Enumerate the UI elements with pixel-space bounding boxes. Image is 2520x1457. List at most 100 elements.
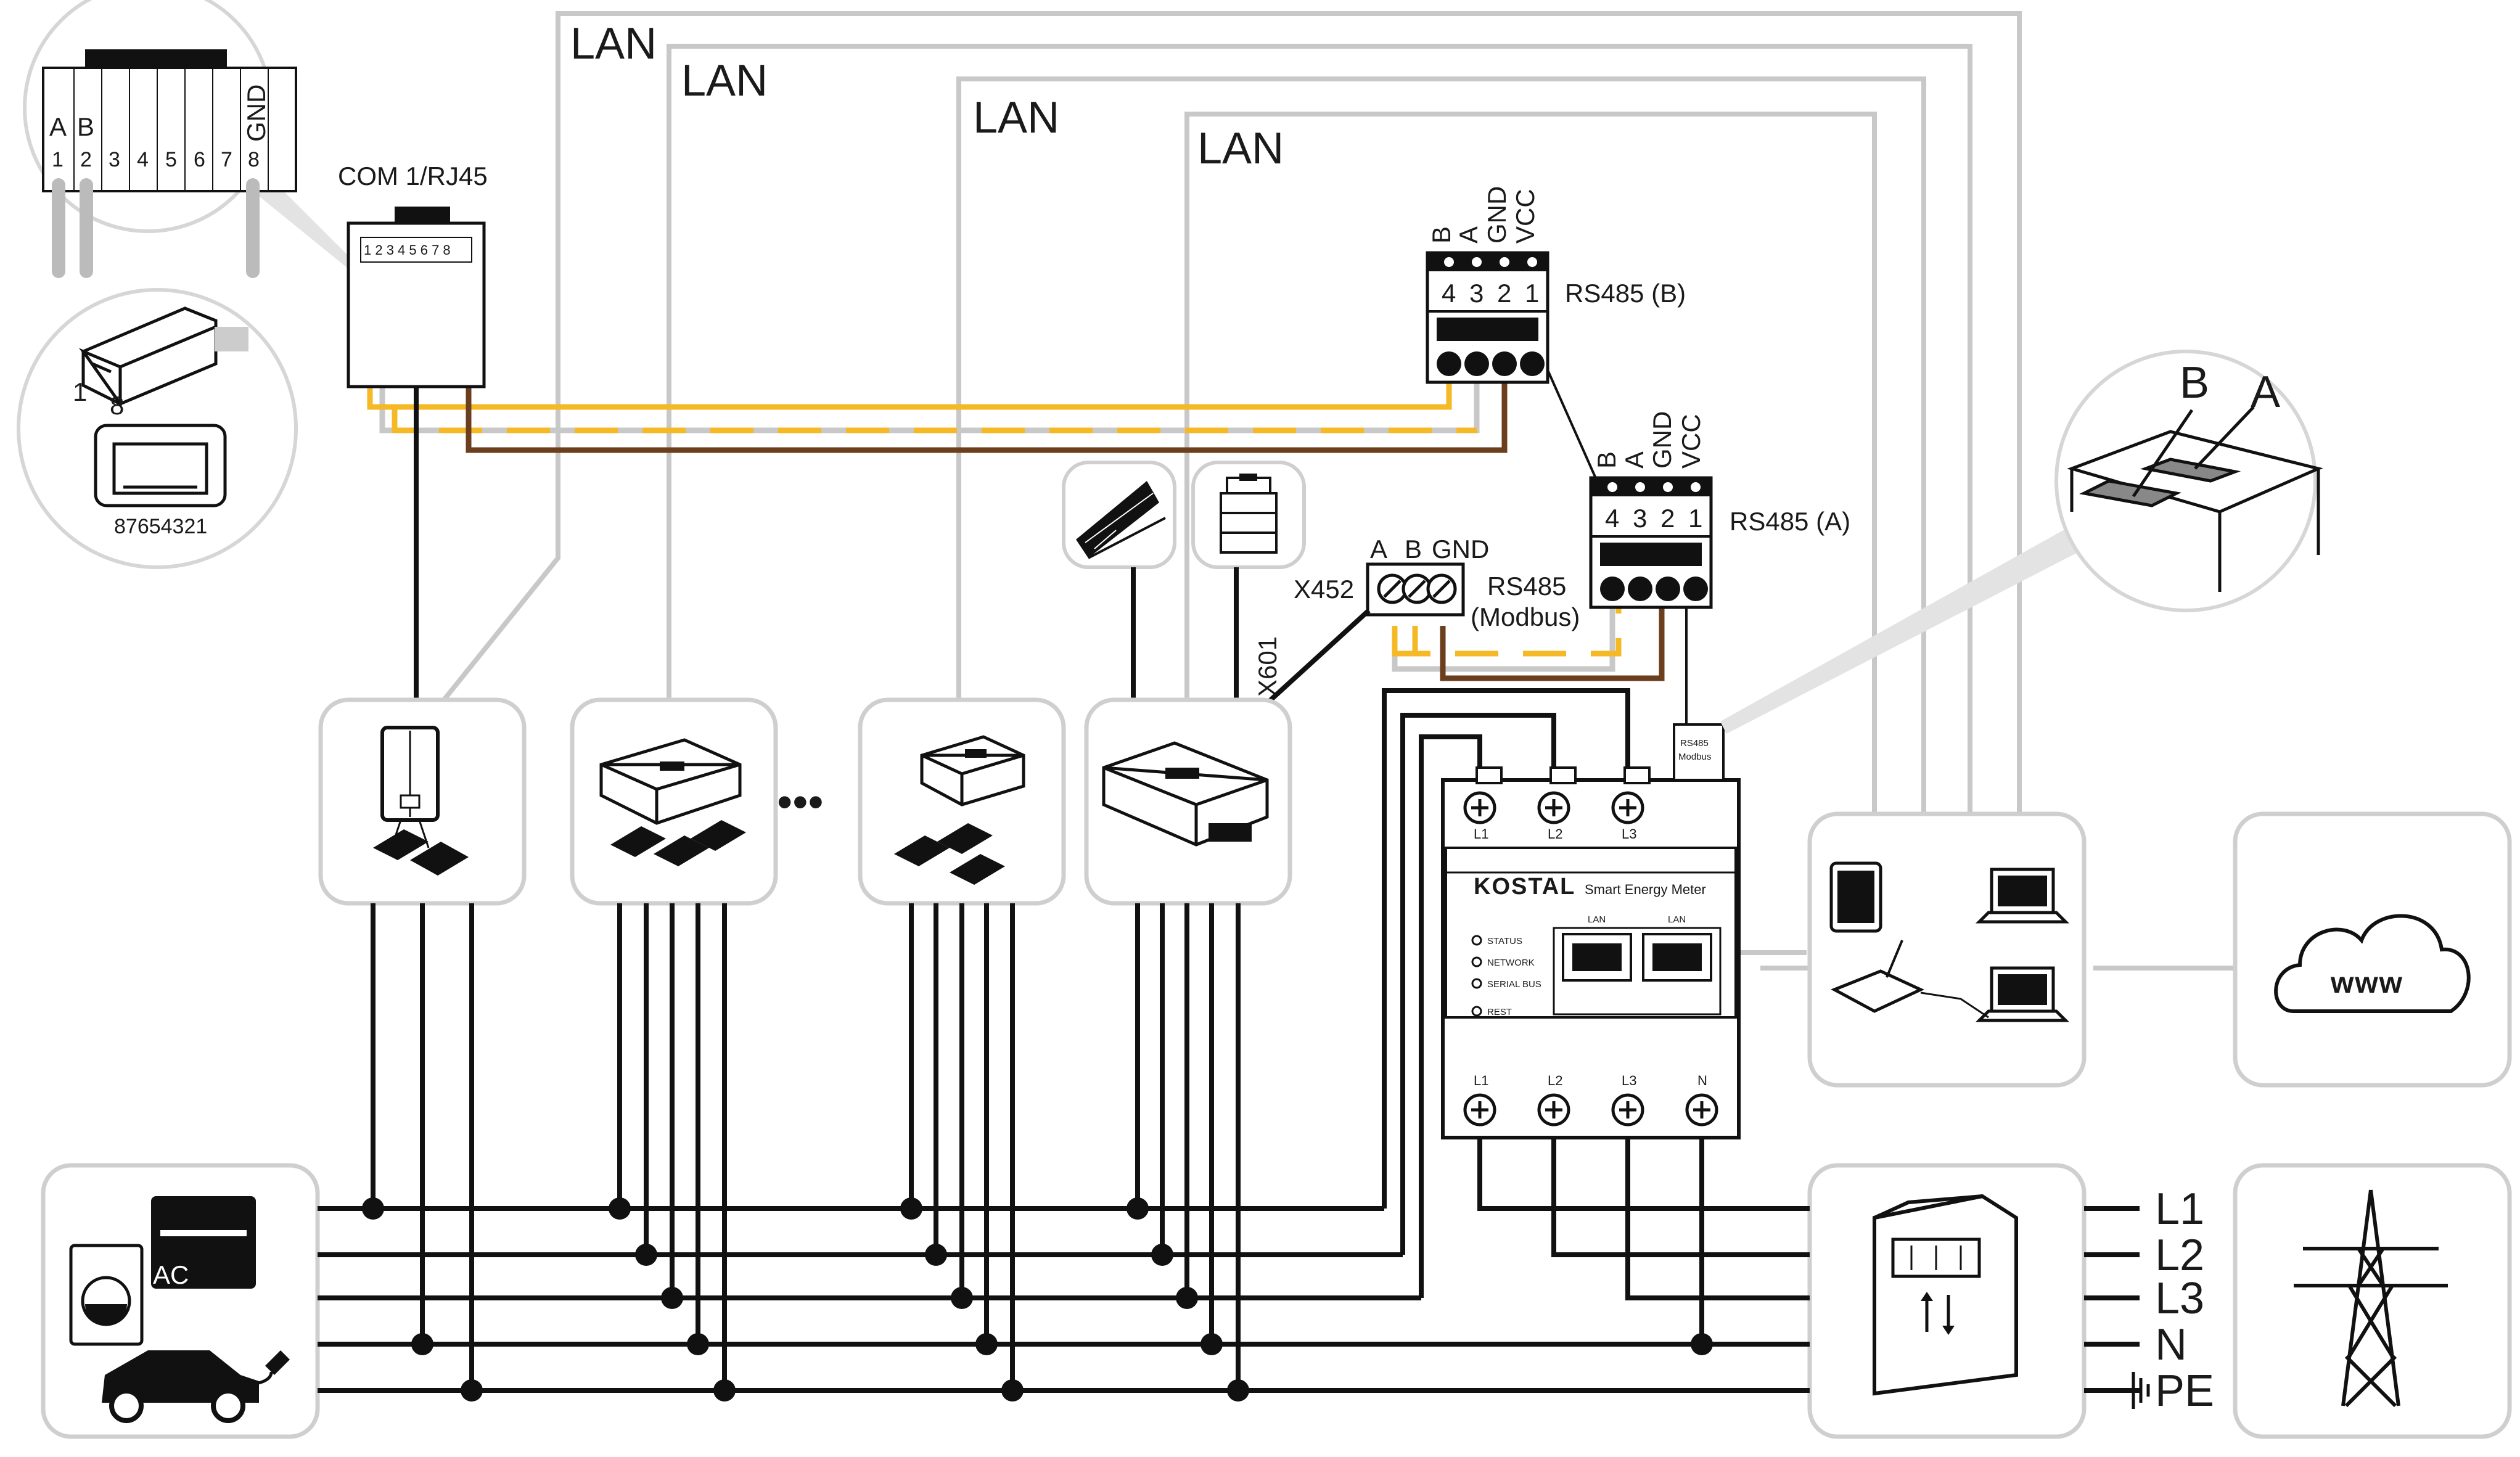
- rs485-a-pin-2: 2: [1660, 504, 1675, 533]
- rj45-zoom-beam: [253, 166, 351, 271]
- x452-caption-line1: RS485: [1487, 572, 1566, 601]
- terminal-zoom-detail: [2067, 406, 2323, 592]
- meter-rs485-tag-line1: RS485: [1680, 738, 1709, 749]
- meter-led-indicators: [1471, 935, 1482, 1017]
- meter-product-name: Smart Energy Meter: [1585, 882, 1706, 897]
- rj45-pin-number-1: 1: [52, 148, 64, 171]
- solar-panel-icon: [1076, 481, 1166, 559]
- meter-led-status: STATUS: [1487, 936, 1522, 946]
- rs485-b-pin-4: 4: [1442, 279, 1456, 308]
- rs485-a-signal-b: B: [1592, 451, 1621, 469]
- rj45-pin-label-a: A: [49, 112, 67, 141]
- meter-led-rest: REST: [1487, 1007, 1512, 1017]
- rs485-a-pin-4: 4: [1605, 504, 1619, 533]
- rs485-b-signal-vcc: VCC: [1511, 189, 1540, 244]
- meter-bottom-terminal-l1: L1: [1474, 1073, 1488, 1088]
- terminal-zoom-beam: [1720, 512, 2109, 734]
- terminal-zoom-circle: [2054, 350, 2317, 612]
- hybrid-inverter-icon: [1102, 741, 1269, 847]
- meter-lan-ports: [1553, 927, 1722, 1016]
- meter-top-terminal-l3: L3: [1622, 826, 1636, 842]
- com-port-label: COM 1/RJ45: [338, 162, 488, 191]
- rj45-pin-number-7: 7: [221, 148, 232, 171]
- rj45-plug-pin-8: 8: [110, 391, 124, 420]
- lan-label-1: LAN: [570, 19, 657, 68]
- rj45-pin-number-6: 6: [194, 148, 205, 171]
- rs485-a-terminal: B A GND VCC: [1589, 411, 1713, 609]
- rj45-plug-pin-1: 1: [73, 377, 87, 406]
- meter-led-network: NETWORK: [1487, 958, 1535, 968]
- x452-label: X452: [1294, 575, 1354, 604]
- rs485-a-signal-gnd: GND: [1648, 411, 1677, 469]
- utility-grid-box: [2233, 1163, 2512, 1439]
- busbar-junction-dots: [362, 1197, 1713, 1402]
- meter-bottom-terminal-l2: L2: [1548, 1073, 1562, 1088]
- rs485-link-line: [1546, 369, 1598, 482]
- terminal-zoom-label-b: B: [2180, 358, 2209, 408]
- meter-lan-port-2-label: LAN: [1668, 914, 1686, 925]
- meter-led-serial-bus: SERIAL BUS: [1487, 979, 1541, 990]
- lan-label-3: LAN: [973, 93, 1059, 142]
- rj45-pin-number-3: 3: [109, 148, 120, 171]
- meter-top-terminal-l1: L1: [1474, 826, 1488, 842]
- cloud-icon: [2274, 914, 2471, 1013]
- rs485-b-signal-gnd: GND: [1482, 186, 1511, 244]
- rj45-pin-number-4: 4: [137, 148, 149, 171]
- tablet-icon: [1829, 861, 1882, 933]
- inverter-to-x452-cable: [1262, 609, 1371, 708]
- rs485-b-terminal: B A GND VCC: [1426, 186, 1549, 384]
- rs485-cable-com-to-rs485b: [367, 271, 1508, 453]
- string-inverter-1-icon: [599, 738, 746, 866]
- laptop-2-icon: [1920, 966, 2070, 1022]
- meter-top-terminals: [1463, 791, 1644, 824]
- phase-busbars: [318, 688, 2140, 1393]
- grid-meter-icon: [1873, 1194, 2018, 1396]
- air-conditioner-icon: [151, 1196, 256, 1289]
- rj45-pin-number-5: 5: [165, 148, 177, 171]
- micro-inverter-icon: [373, 726, 469, 876]
- washing-machine-icon: [69, 1244, 144, 1346]
- rj45-pin-number-2: 2: [80, 148, 92, 171]
- phase-label-l1: L1: [2155, 1184, 2204, 1234]
- meter-rs485-tag-line2: Modbus: [1678, 752, 1711, 762]
- electric-car-icon: [102, 1350, 290, 1423]
- lan-label-4: LAN: [1197, 124, 1284, 173]
- network-devices-box: [1807, 811, 2087, 1088]
- rs485-a-pin-1: 1: [1688, 504, 1702, 533]
- x452-signal-a: A: [1370, 535, 1387, 564]
- rs485-b-pin-1: 1: [1525, 279, 1539, 308]
- rs485-cable-x452-to-rs485a: [1392, 592, 1665, 681]
- rs485-b-pin-3: 3: [1469, 279, 1484, 308]
- more-inverters-dots: •••: [777, 778, 824, 827]
- meter-lan-port-1-label: LAN: [1588, 914, 1606, 925]
- x452-caption-line2: (Modbus): [1471, 602, 1580, 631]
- cloud-www-label: www: [2330, 967, 2403, 999]
- rj45-socket-icon: [94, 424, 227, 507]
- com-port-pins: 1 2 3 4 5 6 7 8: [364, 242, 451, 258]
- rj45-pin-label-b: B: [77, 112, 94, 141]
- rs485-b-signal-a: A: [1454, 226, 1483, 244]
- laptop-1-icon: [1975, 868, 2070, 924]
- phase-label-n: N: [2155, 1320, 2187, 1369]
- x601-label: X601: [1253, 636, 1282, 697]
- x452-signal-b: B: [1405, 535, 1422, 564]
- terminal-zoom-label-a: A: [2251, 367, 2280, 417]
- x452-signal-gnd: GND: [1432, 535, 1489, 564]
- rs485-b-signal-b: B: [1427, 226, 1456, 244]
- power-pylon-icon: [2294, 1189, 2448, 1408]
- pe-ground-symbol: [2132, 1372, 2150, 1409]
- phase-label-l2: L2: [2155, 1231, 2204, 1280]
- battery-icon: [1220, 474, 1278, 554]
- rs485-b-pin-2: 2: [1497, 279, 1511, 308]
- meter-bottom-terminal-n: N: [1697, 1073, 1707, 1088]
- com-port-rj45: [347, 207, 486, 388]
- x452-terminal: [1366, 562, 1465, 617]
- rj45-pin-label-gnd: GND: [242, 84, 271, 142]
- meter-bottom-terminal-l3: L3: [1622, 1073, 1636, 1088]
- rj45-pinout-zoom: A B GND 1 2 3 4 5 6 7 8: [42, 49, 297, 278]
- meter-brand: KOSTAL: [1474, 874, 1575, 900]
- rs485-a-label: RS485 (A): [1730, 507, 1850, 536]
- router-icon: [1831, 940, 1924, 1013]
- phase-label-l3: L3: [2155, 1274, 2204, 1323]
- rs485-a-pin-3: 3: [1633, 504, 1647, 533]
